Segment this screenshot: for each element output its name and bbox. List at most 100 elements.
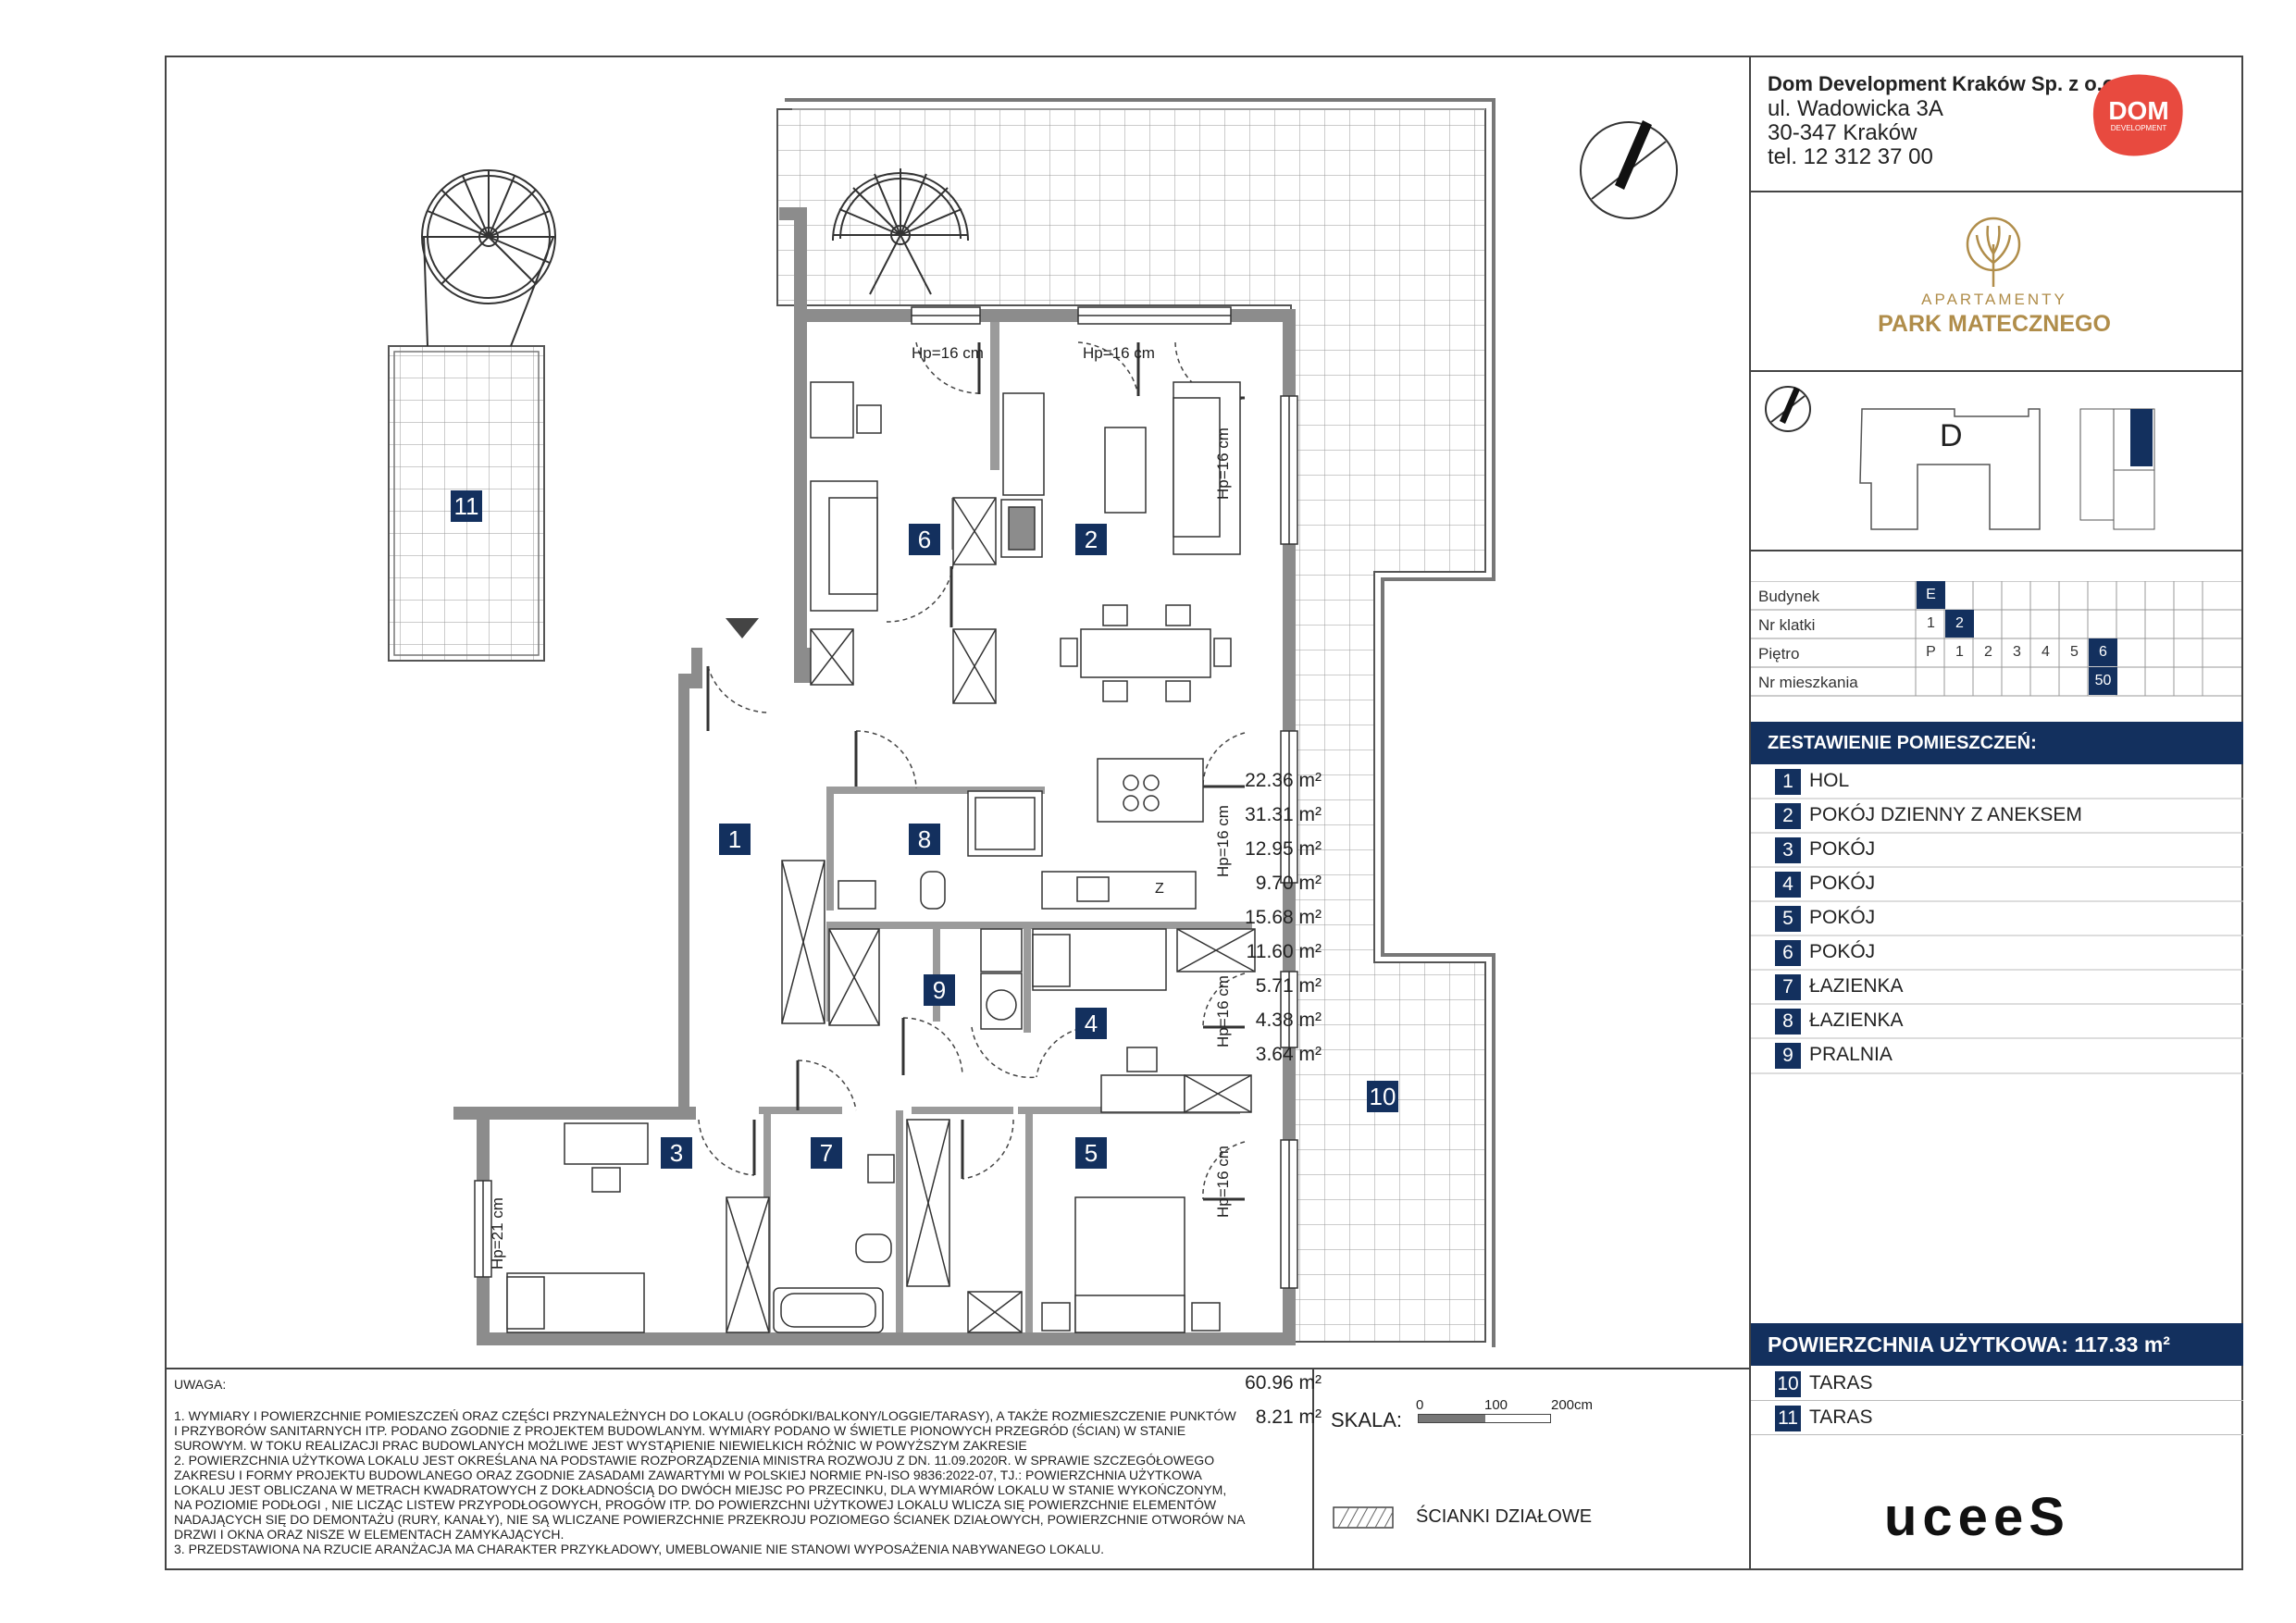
sill-height-label: Hp=21 cm — [489, 1197, 506, 1270]
table-cell-pietro: 3 — [2013, 644, 2021, 660]
note-line: I PRZYBORÓW SANITARNYCH ITP. PODANO ZGOD… — [174, 1423, 1186, 1438]
room-badge-7: 7 — [811, 1137, 842, 1169]
table-label-klatka: Nr klatki — [1758, 616, 1816, 634]
terrace-row-line — [1751, 1400, 2243, 1401]
terrace-row-area: 8.21 m² — [1255, 1406, 1322, 1428]
room-row-name: PRALNIA — [1809, 1044, 1893, 1065]
room-badge-3: 3 — [661, 1137, 692, 1169]
spiral-stair-11 — [421, 169, 556, 347]
terrace-row-name: TARAS — [1809, 1406, 1873, 1428]
room-row-area: 9.70 m² — [1255, 873, 1322, 894]
room-row-number: 3 — [1775, 837, 1801, 863]
partition-legend-swatch — [1333, 1506, 1394, 1529]
room-badge-4: 4 — [1075, 1008, 1107, 1039]
sheet-frame — [165, 56, 2243, 1570]
rooms-header — [1751, 722, 2243, 764]
table-cell-pietro: 6 — [2089, 638, 2117, 666]
note-line: 2. POWIERZCHNIA UŻYTKOWA LOKALU JEST OKR… — [174, 1453, 1215, 1468]
sill-height-label: Hp=16 cm — [1214, 1146, 1232, 1218]
room-badge-11: 11 — [451, 490, 482, 522]
partition-legend-label: ŚCIANKI DZIAŁOWE — [1416, 1506, 1593, 1527]
room-row-name: POKÓJ — [1809, 907, 1876, 928]
room-row-area: 12.95 m² — [1245, 838, 1322, 860]
note-line: NADAJĄCYCH SIĘ DO DEMONTAŻU (RURY, KANAŁ… — [174, 1512, 1246, 1527]
room-badge-10: 10 — [1367, 1081, 1398, 1112]
room-row-name: POKÓJ DZIENNY Z ANEKSEM — [1809, 804, 2082, 825]
room-badge-6: 6 — [909, 524, 940, 555]
project-name-line2: PARK MATECZNEGO — [1878, 311, 2111, 337]
note-line: SUROWYM. W TOKU REALIZACJI PRAC BUDOWLAN… — [174, 1438, 1027, 1453]
table-cell-mieszkanie: 50 — [2089, 667, 2117, 695]
note-line: LOKALU JEST OBLICZANA W METRACH KWADRATO… — [174, 1482, 1227, 1497]
rooms-row-lines — [1751, 798, 2243, 1074]
sill-height-label: Hp=16 cm — [912, 344, 984, 362]
tree-icon — [1960, 215, 2027, 289]
dom-logo-text: DOM — [2108, 96, 2169, 125]
table-cell-pietro: 2 — [1984, 644, 1992, 660]
room-row-area: 22.36 m² — [1245, 770, 1322, 791]
room-row-number: 5 — [1775, 906, 1801, 932]
furniture — [506, 381, 1256, 1333]
scale-label: SKALA: — [1331, 1408, 1403, 1431]
terrace-row-area: 60.96 m² — [1245, 1372, 1322, 1394]
usable-area-text: POWIERZCHNIA UŻYTKOWA: 117.33 m² — [1768, 1332, 2170, 1357]
panel-divider — [1749, 370, 2243, 372]
room-row-number: 9 — [1775, 1043, 1801, 1069]
scale-bar — [1418, 1414, 1551, 1423]
table-cell-klatka: 1 — [1927, 615, 1935, 631]
table-cell-klatka: 2 — [1945, 610, 1974, 638]
room-badge-1: 1 — [719, 824, 751, 855]
entrance-marker — [726, 618, 759, 638]
room-row-name: POKÓJ — [1809, 838, 1876, 860]
project-name-line1: APARTAMENTY — [1921, 291, 2067, 308]
note-line: DRZWI I OKNA ORAZ NISZE W ELEMENTACH ZAM… — [174, 1527, 565, 1542]
table-label-budynek: Budynek — [1758, 588, 1820, 605]
terrace-row-number: 11 — [1775, 1406, 1801, 1431]
table-label-pietro: Piętro — [1758, 645, 1800, 663]
scale-tick-100: 100 — [1484, 1397, 1508, 1413]
room-row-number: 4 — [1775, 872, 1801, 898]
note-line: 1. WYMIARY I POWIERZCHNIE POMIESZCZEŃ OR… — [174, 1408, 1236, 1423]
room-row-area: 5.71 m² — [1255, 975, 1322, 997]
dom-development-logo: DOM DEVELOPMENT — [2090, 72, 2188, 159]
room-row-number: 6 — [1775, 940, 1801, 966]
room-row-name: HOL — [1809, 770, 1850, 791]
room-row-area: 4.38 m² — [1255, 1010, 1322, 1031]
terrace-row-number: 10 — [1775, 1371, 1801, 1397]
building-letter: D — [1940, 418, 1963, 453]
room-badge-9: 9 — [924, 974, 955, 1006]
room-row-number: 1 — [1775, 769, 1801, 795]
room-row-number: 2 — [1775, 803, 1801, 829]
spiral-stair-10 — [832, 168, 969, 295]
table-cell-pietro: 5 — [2070, 644, 2079, 660]
door-swings — [698, 341, 1246, 1200]
room-row-name: ŁAZIENKA — [1809, 975, 1904, 997]
room-row-area: 15.68 m² — [1245, 907, 1322, 928]
scale-tick-0: 0 — [1416, 1397, 1424, 1413]
sill-height-label: Hp=16 cm — [1214, 427, 1232, 500]
company-name: Dom Development Kraków Sp. z o.o. — [1768, 72, 2121, 95]
note-line: ZAKRESU I FORMY PROJEKTU BUDOWLANEGO ORA… — [174, 1468, 1202, 1482]
terrace-row-line — [1751, 1434, 2243, 1435]
ucees-logo: uceeS — [1884, 1487, 2070, 1547]
terrace-parapet — [785, 98, 1496, 1347]
company-city: 30-347 Kraków — [1768, 120, 1917, 145]
scale-bar-filled — [1419, 1415, 1485, 1422]
terrace-row-name: TARAS — [1809, 1372, 1873, 1394]
floor-plan — [388, 98, 1678, 1347]
rooms-header-text: ZESTAWIENIE POMIESZCZEŃ: — [1768, 733, 2037, 753]
room-row-number: 7 — [1775, 974, 1801, 1000]
panel-divider — [1749, 191, 2243, 192]
table-cell-pietro: P — [1926, 644, 1936, 660]
company-street: ul. Wadowicka 3A — [1768, 96, 1943, 121]
sill-height-label: Hp=16 cm — [1083, 344, 1155, 362]
notes-divider — [165, 1368, 1749, 1369]
sill-height-label: Hp=16 cm — [1214, 975, 1232, 1047]
room-row-name: POKÓJ — [1809, 941, 1876, 962]
room-badge-5: 5 — [1075, 1137, 1107, 1169]
room-row-area: 11.60 m² — [1246, 941, 1322, 962]
table-cell-pietro: 1 — [1955, 644, 1964, 660]
room-badge-2: 2 — [1075, 524, 1107, 555]
table-label-mieszkanie: Nr mieszkania — [1758, 674, 1858, 691]
